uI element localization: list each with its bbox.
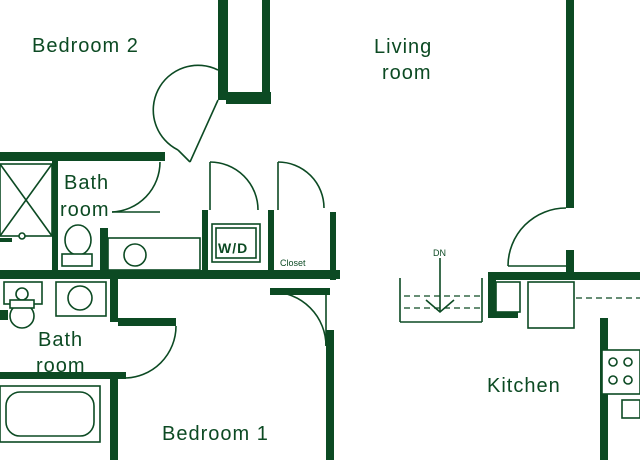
room-label-bath-upper-line2: room <box>60 199 110 221</box>
closet-label: Closet <box>280 258 306 268</box>
room-label-bath-lower-line1: Bath <box>38 329 83 351</box>
room-label-bath-lower-line2: room <box>36 355 86 377</box>
room-labels: Bedroom 2 Living room Bath room Bath roo… <box>32 35 561 445</box>
room-label-living-line2: room <box>382 62 432 84</box>
room-label-living-line1: Living <box>374 36 432 58</box>
room-label-bedroom1: Bedroom 1 <box>162 423 269 445</box>
bathtub <box>0 385 101 443</box>
room-label-bedroom2: Bedroom 2 <box>32 35 139 57</box>
fixtures: W/D Closet <box>0 163 640 443</box>
stove <box>601 349 640 395</box>
stairs-down: DN <box>399 248 483 323</box>
toilet-icon <box>64 224 92 256</box>
sink-icon <box>123 243 147 267</box>
washer-dryer <box>211 223 261 263</box>
doors <box>111 64 567 379</box>
room-label-bath-upper-line1: Bath <box>64 172 109 194</box>
washer-dryer-label: W/D <box>218 240 248 256</box>
stair-direction-label: DN <box>433 248 446 258</box>
room-label-kitchen: Kitchen <box>487 375 561 397</box>
